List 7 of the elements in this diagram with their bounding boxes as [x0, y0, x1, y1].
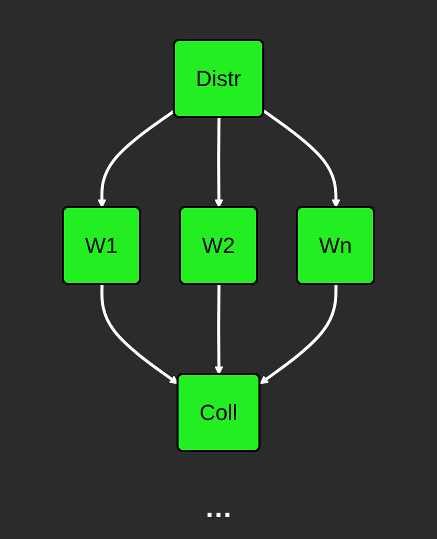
arrow: [214, 116, 224, 208]
arrow: [100, 284, 178, 384]
arrow: [260, 284, 338, 384]
arrow: [98, 109, 176, 208]
ellipsis-text: …: [204, 492, 232, 523]
arrow: [262, 109, 340, 208]
arrow: [214, 284, 224, 374]
